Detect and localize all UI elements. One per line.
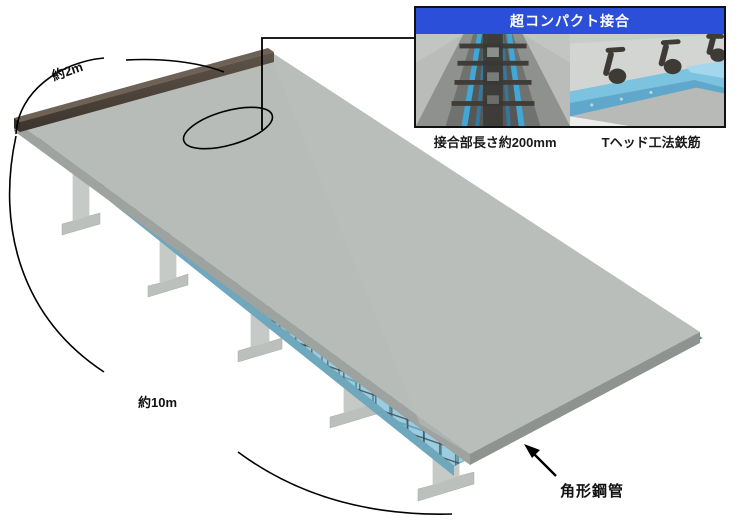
t-head-rebar-photo xyxy=(570,34,724,126)
inset-title: 超コンパクト接合 xyxy=(416,8,724,34)
caption-t-head-rebar: Tヘッド工法鉄筋 xyxy=(601,135,701,150)
inset-captions: 接合部長さ約200mm Tヘッド工法鉄筋 xyxy=(414,132,726,151)
pipe-pointer xyxy=(524,444,557,477)
caption-joint-length: 接合部長さ約200mm xyxy=(433,135,557,150)
deck-slab-right-edge xyxy=(470,332,700,465)
joint-channel-photo xyxy=(416,34,570,126)
pipe-arrow-line xyxy=(531,451,557,477)
label-span-length: 約10m xyxy=(138,395,178,410)
arc-width-2m-upper xyxy=(125,58,225,73)
callout-ellipse xyxy=(182,106,274,150)
arc-length-10m-lower xyxy=(237,451,453,515)
inset-photo-row xyxy=(416,34,724,126)
arc-width-2m xyxy=(15,57,105,135)
finished-deck-slab xyxy=(14,50,700,465)
label-square-steel-pipe: 角形鋼管 xyxy=(560,483,625,500)
pipe-arrow-head xyxy=(524,444,540,458)
joint-callout xyxy=(182,37,414,150)
arc-length-10m-upper xyxy=(8,135,105,373)
dimension-arcs xyxy=(8,57,453,515)
callout-leader-line xyxy=(261,37,414,130)
inset-panel: 超コンパクト接合 xyxy=(414,6,726,128)
deck-slab-left-edge xyxy=(14,120,470,465)
